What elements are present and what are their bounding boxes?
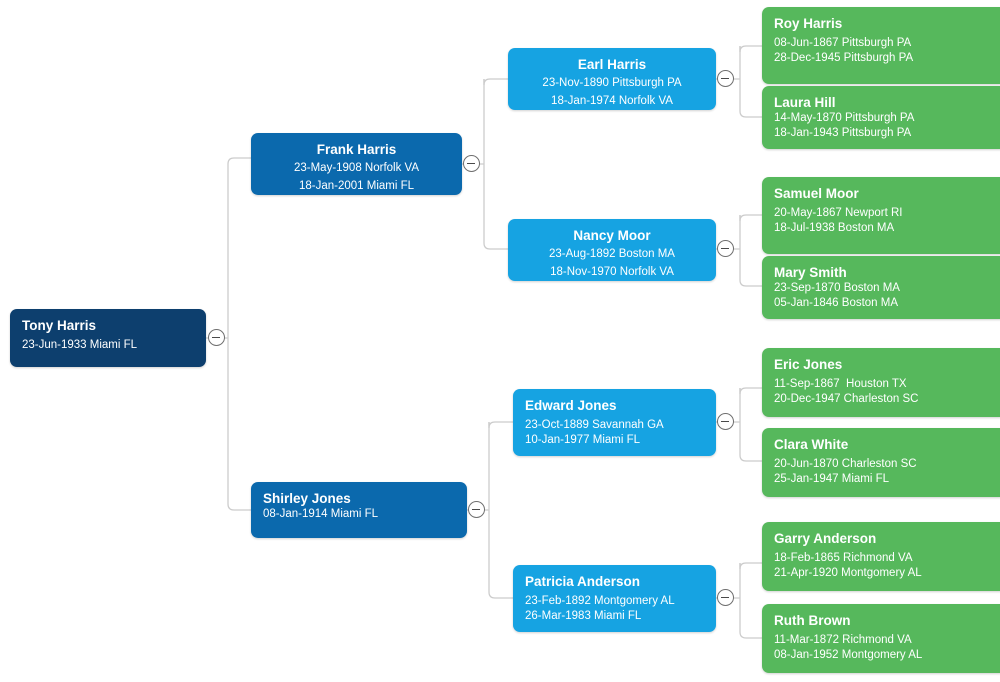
node-shirley-jones[interactable]: Shirley Jones 08-Jan-1914 Miami FL: [251, 482, 467, 538]
node-samuel-moor[interactable]: Samuel Moor 20-May-1867 Newport RI 18-Ju…: [762, 177, 1000, 254]
toggle-nancy-moor[interactable]: [717, 240, 734, 257]
toggle-patricia-anderson[interactable]: [717, 589, 734, 606]
connector-edward-to-clara: [739, 422, 762, 462]
node-date-line-2: 05-Jan-1846 Boston MA: [774, 296, 899, 309]
node-date-line-2: 10-Jan-1977 Miami FL: [525, 433, 641, 446]
toggle-earl-harris[interactable]: [717, 70, 734, 87]
node-garry-anderson[interactable]: Garry Anderson 18-Feb-1865 Richmond VA 2…: [762, 522, 1000, 591]
node-person-name: Laura Hill: [774, 95, 836, 110]
node-date-line-1: 23-Feb-1892 Montgomery AL: [525, 595, 675, 607]
node-person-name: Frank Harris: [316, 142, 397, 157]
node-body: Eric Jones 11-Sep-1867 Houston TX 20-Dec…: [762, 348, 1000, 414]
node-date-line-2: 28-Dec-1945 Pittsburgh PA: [774, 51, 914, 64]
node-date-line-2: 18-Jan-2001 Miami FL: [298, 180, 415, 192]
node-mary-smith[interactable]: Mary Smith 23-Sep-1870 Boston MA 05-Jan-…: [762, 256, 1000, 319]
node-roy-harris[interactable]: Roy Harris 08-Jun-1867 Pittsburgh PA 28-…: [762, 7, 1000, 84]
node-body: Laura Hill 14-May-1870 Pittsburgh PA 18-…: [762, 86, 1000, 148]
node-date-line-1: 23-Oct-1889 Savannah GA: [525, 419, 664, 431]
node-body: Roy Harris 08-Jun-1867 Pittsburgh PA 28-…: [762, 7, 1000, 73]
node-body: Edward Jones 23-Oct-1889 Savannah GA 10-…: [513, 389, 716, 455]
node-body: Clara White 20-Jun-1870 Charleston SC 25…: [762, 428, 1000, 494]
toggle-tony-harris[interactable]: [208, 329, 225, 346]
connector-frank-to-nancy: [483, 164, 508, 250]
node-person-name: Mary Smith: [774, 265, 847, 280]
node-date-line-1: 23-Aug-1892 Boston MA: [549, 248, 675, 260]
node-body: Frank Harris 23-May-1908 Norfolk VA 18-J…: [251, 133, 462, 195]
connector-patricia-to-garry: [739, 562, 762, 570]
node-person-name: Garry Anderson: [774, 531, 877, 546]
node-earl-harris[interactable]: Earl Harris 23-Nov-1890 Pittsburgh PA 18…: [508, 48, 716, 110]
node-date-line-1: 14-May-1870 Pittsburgh PA: [774, 112, 915, 124]
node-person-name: Eric Jones: [774, 357, 843, 372]
node-body: Garry Anderson 18-Feb-1865 Richmond VA 2…: [762, 522, 1000, 588]
node-date-line-1: 23-Nov-1890 Pittsburgh PA: [542, 77, 682, 89]
node-person-name: Earl Harris: [577, 57, 647, 72]
node-date-line-1: 23-Sep-1870 Boston MA: [774, 282, 900, 294]
connector-nancy-to-samuel: [739, 214, 762, 222]
node-date-line-2: 08-Jan-1952 Montgomery AL: [774, 648, 923, 661]
node-person-name: Roy Harris: [774, 16, 843, 31]
node-date-line-1: 08-Jan-1914 Miami FL: [263, 508, 379, 520]
node-laura-hill[interactable]: Laura Hill 14-May-1870 Pittsburgh PA 18-…: [762, 86, 1000, 149]
node-ruth-brown[interactable]: Ruth Brown 11-Mar-1872 Richmond VA 08-Ja…: [762, 604, 1000, 673]
connector-frank-to-earl: [483, 78, 508, 86]
toggle-shirley-jones[interactable]: [468, 501, 485, 518]
node-body: Earl Harris 23-Nov-1890 Pittsburgh PA 18…: [508, 48, 716, 110]
node-patricia-anderson[interactable]: Patricia Anderson 23-Feb-1892 Montgomery…: [513, 565, 716, 632]
node-body: Tony Harris 23-Jun-1933 Miami FL: [10, 309, 206, 361]
node-frank-harris[interactable]: Frank Harris 23-May-1908 Norfolk VA 18-J…: [251, 133, 462, 195]
node-tony-harris[interactable]: Tony Harris 23-Jun-1933 Miami FL: [10, 309, 206, 367]
node-date-line-1: 20-May-1867 Newport RI: [774, 207, 903, 219]
node-person-name: Ruth Brown: [774, 613, 851, 628]
node-date-line-2: 25-Jan-1947 Miami FL: [774, 472, 890, 485]
node-body: Nancy Moor 23-Aug-1892 Boston MA 18-Nov-…: [508, 219, 716, 281]
node-date-line-1: 18-Feb-1865 Richmond VA: [774, 552, 913, 564]
connector-patricia-to-ruth: [739, 598, 762, 639]
node-date-line-2: 18-Jan-1974 Norfolk VA: [551, 95, 673, 107]
node-eric-jones[interactable]: Eric Jones 11-Sep-1867 Houston TX 20-Dec…: [762, 348, 1000, 417]
node-person-name: Patricia Anderson: [525, 574, 641, 589]
node-date-line-1: 20-Jun-1870 Charleston SC: [774, 458, 917, 470]
connector-earl-to-laura: [739, 79, 762, 118]
connector-shirley-to-patricia: [488, 510, 513, 599]
connector-root-to-shirley: [227, 170, 251, 511]
connector-edward-to-eric: [739, 387, 762, 395]
node-body: Shirley Jones 08-Jan-1914 Miami FL: [251, 482, 467, 530]
node-date-line-1: 23-May-1908 Norfolk VA: [293, 162, 420, 174]
node-date-line-2: 18-Jul-1938 Boston MA: [774, 221, 895, 234]
node-person-name: Samuel Moor: [774, 186, 859, 201]
node-body: Patricia Anderson 23-Feb-1892 Montgomery…: [513, 565, 716, 631]
connector-nancy-to-mary: [739, 249, 762, 287]
node-date-line-2: 18-Jan-1943 Pittsburgh PA: [774, 126, 912, 139]
node-date-line-1: 23-Jun-1933 Miami FL: [22, 339, 138, 351]
node-date-line-1: 08-Jun-1867 Pittsburgh PA: [774, 37, 912, 49]
node-person-name: Tony Harris: [22, 318, 97, 333]
node-person-name: Nancy Moor: [573, 228, 651, 243]
connector-shirley-to-edward: [488, 421, 513, 429]
node-date-line-1: 11-Sep-1867 Houston TX: [774, 378, 907, 390]
node-date-line-2: 21-Apr-1920 Montgomery AL: [774, 566, 922, 579]
node-person-name: Edward Jones: [525, 398, 617, 413]
node-person-name: Shirley Jones: [263, 491, 351, 506]
node-date-line-2: 20-Dec-1947 Charleston SC: [774, 392, 919, 405]
node-date-line-2: 26-Mar-1983 Miami FL: [525, 609, 642, 622]
toggle-frank-harris[interactable]: [463, 155, 480, 172]
node-date-line-2: 18-Nov-1970 Norfolk VA: [550, 266, 674, 278]
node-body: Samuel Moor 20-May-1867 Newport RI 18-Ju…: [762, 177, 1000, 243]
node-date-line-1: 11-Mar-1872 Richmond VA: [774, 634, 912, 646]
node-clara-white[interactable]: Clara White 20-Jun-1870 Charleston SC 25…: [762, 428, 1000, 497]
node-body: Mary Smith 23-Sep-1870 Boston MA 05-Jan-…: [762, 256, 1000, 318]
connector-earl-to-roy: [739, 45, 762, 53]
connector-root-to-frank: [227, 157, 251, 170]
node-nancy-moor[interactable]: Nancy Moor 23-Aug-1892 Boston MA 18-Nov-…: [508, 219, 716, 281]
node-person-name: Clara White: [774, 437, 849, 452]
node-body: Ruth Brown 11-Mar-1872 Richmond VA 08-Ja…: [762, 604, 1000, 670]
toggle-edward-jones[interactable]: [717, 413, 734, 430]
node-edward-jones[interactable]: Edward Jones 23-Oct-1889 Savannah GA 10-…: [513, 389, 716, 456]
